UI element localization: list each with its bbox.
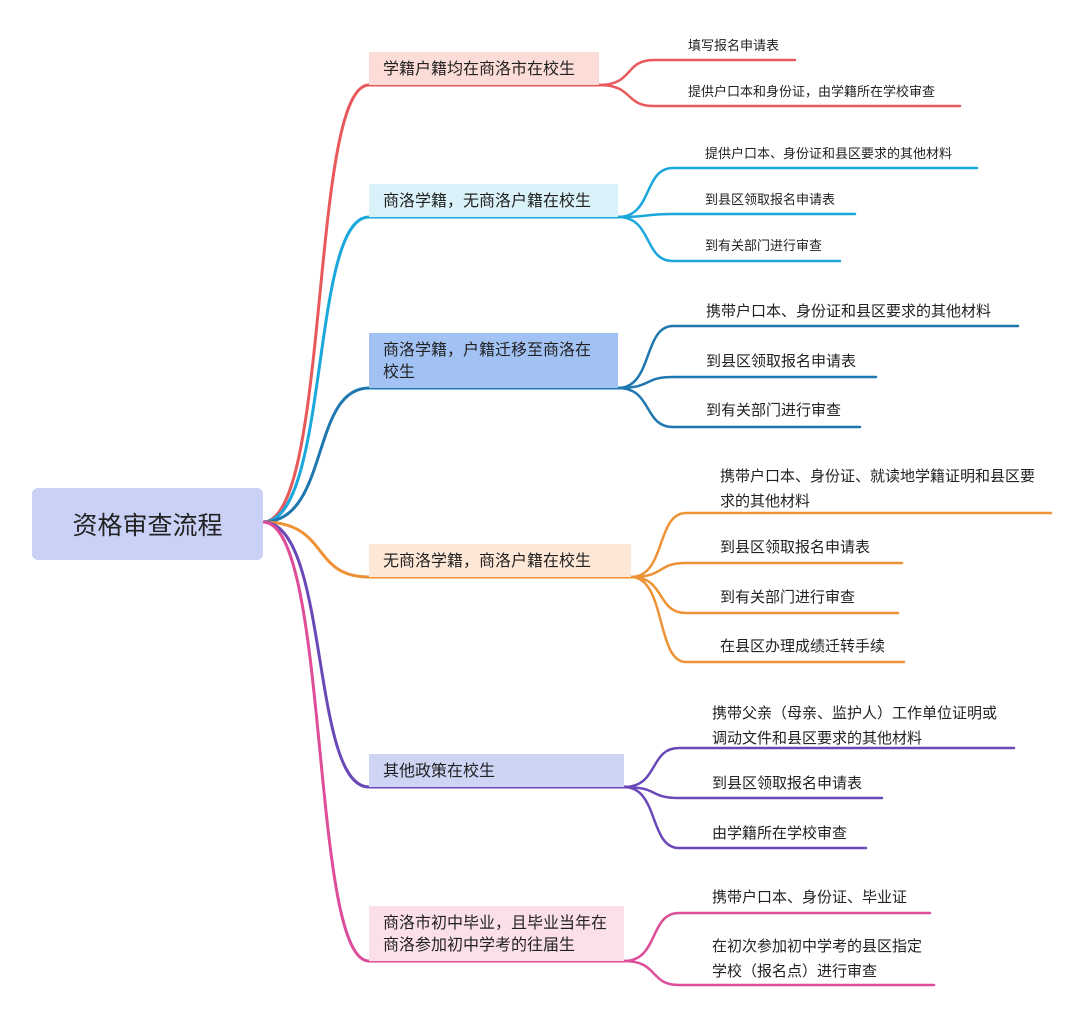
leaf-item[interactable]: 到有关部门进行审查 (705, 239, 823, 254)
connector-line (597, 58, 797, 87)
leaf-item[interactable]: 提供户口本、身份证和县区要求的其他材料 (705, 147, 953, 162)
connector-line (629, 575, 906, 664)
leaf-item[interactable]: 由学籍所在学校审查 (712, 824, 848, 842)
leaf-item[interactable]: 携带父亲（母亲、监护人）工作单位证明或调动文件和县区要求的其他材料 (712, 704, 998, 747)
connector-line (261, 386, 371, 524)
connector-line (261, 215, 371, 524)
leaf-item[interactable]: 提供户口本和身份证，由学籍所在学校审查 (688, 85, 936, 100)
branch-label: 商洛市初中毕业，且毕业当年在商洛参加初中学考的往届生 (383, 912, 608, 954)
branch-node-4[interactable]: 无商洛学籍，商洛户籍在校生 (369, 544, 631, 577)
branch-node-3[interactable]: 商洛学籍，户籍迁移至商洛在校生 (369, 333, 618, 388)
connector-line (261, 83, 371, 524)
leaf-item[interactable]: 到县区领取报名申请表 (705, 193, 836, 208)
connector-line (629, 511, 1053, 579)
connector-line (597, 83, 962, 108)
leaf-item[interactable]: 在初次参加初中学考的县区指定学校（报名点）进行审查 (712, 937, 923, 980)
connector-line (629, 561, 904, 579)
leaf-item[interactable]: 携带户口本、身份证、毕业证 (712, 888, 908, 906)
branch-node-1[interactable]: 学籍户籍均在商洛市在校生 (369, 52, 599, 85)
leaf-item[interactable]: 携带户口本、身份证、就读地学籍证明和县区要求的其他材料 (720, 467, 1036, 510)
connector-line (261, 520, 371, 963)
branch-label: 商洛学籍，无商洛户籍在校生 (383, 190, 592, 210)
connector-line (616, 386, 862, 429)
root-label: 资格审查流程 (72, 511, 223, 540)
connector-line (616, 215, 842, 263)
leaf-item[interactable]: 在县区办理成绩迁转手续 (720, 637, 886, 655)
branch-node-2[interactable]: 商洛学籍，无商洛户籍在校生 (369, 184, 618, 217)
connector-line (622, 785, 868, 850)
branch-node-5[interactable]: 其他政策在校生 (369, 754, 624, 787)
leaf-item[interactable]: 到有关部门进行审查 (706, 401, 842, 419)
root-node[interactable]: 资格审查流程 (32, 488, 263, 560)
branch-label: 其他政策在校生 (383, 760, 496, 780)
connector-line (616, 375, 878, 390)
connector-line (616, 212, 857, 219)
connector-line (622, 785, 884, 800)
leaf-item[interactable]: 携带户口本、身份证和县区要求的其他材料 (706, 302, 992, 320)
connector-line (622, 911, 932, 963)
connector-line (261, 520, 371, 579)
leaf-item[interactable]: 到县区领取报名申请表 (706, 352, 857, 370)
leaf-item[interactable]: 到县区领取报名申请表 (712, 774, 863, 792)
connector-line (629, 575, 900, 615)
branch-label: 商洛学籍，户籍迁移至商洛在校生 (383, 339, 592, 381)
branch-node-6[interactable]: 商洛市初中毕业，且毕业当年在商洛参加初中学考的往届生 (369, 906, 624, 961)
connector-line (616, 166, 979, 219)
leaf-item[interactable]: 到县区领取报名申请表 (720, 538, 871, 556)
leaf-item[interactable]: 填写报名申请表 (688, 39, 780, 54)
connector-line (622, 746, 1016, 789)
branch-label: 无商洛学籍，商洛户籍在校生 (383, 550, 592, 570)
branch-label: 学籍户籍均在商洛市在校生 (383, 58, 576, 78)
connector-line (616, 324, 1020, 390)
connector-line (622, 959, 936, 987)
leaf-item[interactable]: 到有关部门进行审查 (720, 588, 856, 606)
connector-line (261, 520, 371, 789)
